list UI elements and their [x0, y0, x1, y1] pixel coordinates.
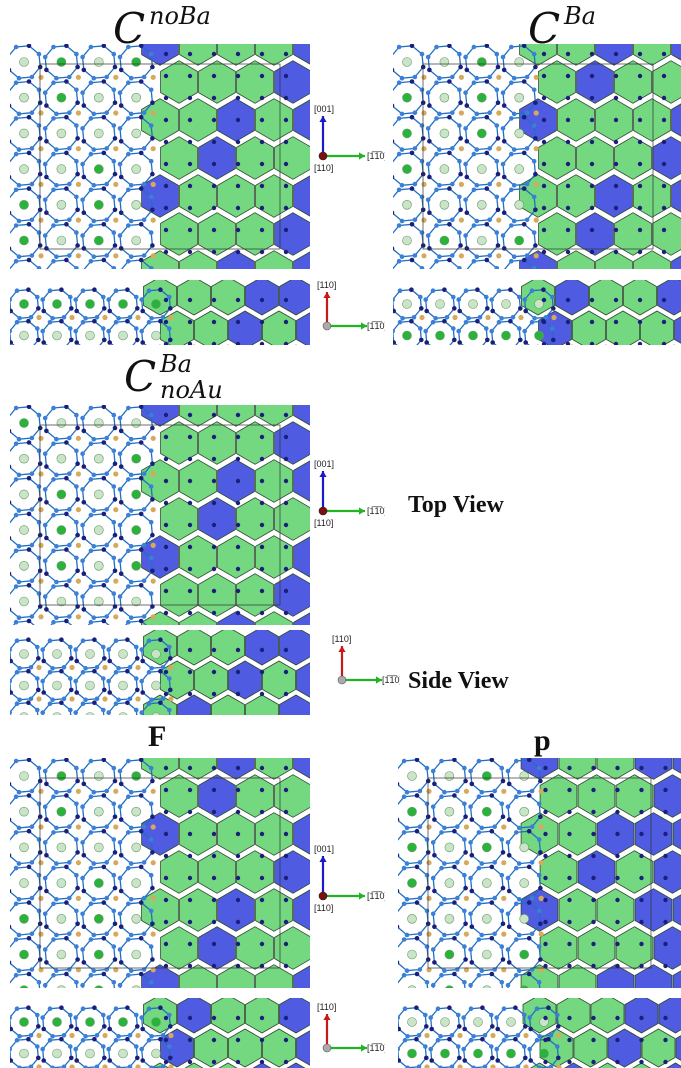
side-view-c-ba: [393, 280, 681, 345]
svg-text:[110]: [110]: [332, 634, 351, 644]
svg-text:[1̅1̅0]: [1̅1̅0]: [367, 151, 385, 161]
svg-text:[1̅1̅0]: [1̅1̅0]: [367, 891, 385, 901]
top-view-c-ba: [393, 44, 681, 269]
axes-legend-side-1: [110] [1̅1̅0]: [317, 280, 385, 331]
side-view-label: Side View: [408, 668, 509, 694]
top-view-c-ba-noau: [10, 405, 310, 625]
svg-text:[1̅1̅0]: [1̅1̅0]: [367, 1043, 385, 1053]
svg-text:[110]: [110]: [317, 280, 336, 290]
svg-text:[110]: [110]: [314, 903, 333, 913]
svg-text:[001]: [001]: [314, 844, 334, 854]
svg-text:[110]: [110]: [314, 518, 333, 528]
side-view-c-ba-noau: [10, 630, 310, 715]
svg-text:[001]: [001]: [314, 104, 334, 114]
top-view-label: Top View: [408, 492, 504, 518]
title-f: F: [148, 720, 167, 753]
svg-text:[1̅1̅0]: [1̅1̅0]: [382, 675, 400, 685]
side-view-p: [398, 998, 681, 1068]
top-view-f: [10, 758, 310, 988]
svg-text:[1̅1̅0]: [1̅1̅0]: [367, 506, 385, 516]
title-p: p: [534, 724, 551, 757]
side-view-f: [10, 998, 310, 1068]
top-view-c-noba: [10, 44, 310, 269]
axes-legend-side-2: [110] [1̅1̅0]: [332, 634, 400, 685]
top-view-p: [398, 758, 681, 988]
svg-text:[110]: [110]: [314, 163, 333, 173]
svg-text:[001]: [001]: [314, 459, 334, 469]
axes-legend-top-3: [001] [1̅1̅0] [110]: [314, 844, 385, 913]
axes-legend-side-3: [110] [1̅1̅0]: [317, 1002, 385, 1053]
side-view-c-noba: [10, 280, 310, 345]
axes-legend-top-2: [001] [1̅1̅0] [110]: [314, 459, 385, 528]
svg-text:[110]: [110]: [317, 1002, 336, 1012]
axes-legend-top-1: [001] [1̅1̅0] [110]: [314, 104, 385, 173]
svg-text:[1̅1̅0]: [1̅1̅0]: [367, 321, 385, 331]
